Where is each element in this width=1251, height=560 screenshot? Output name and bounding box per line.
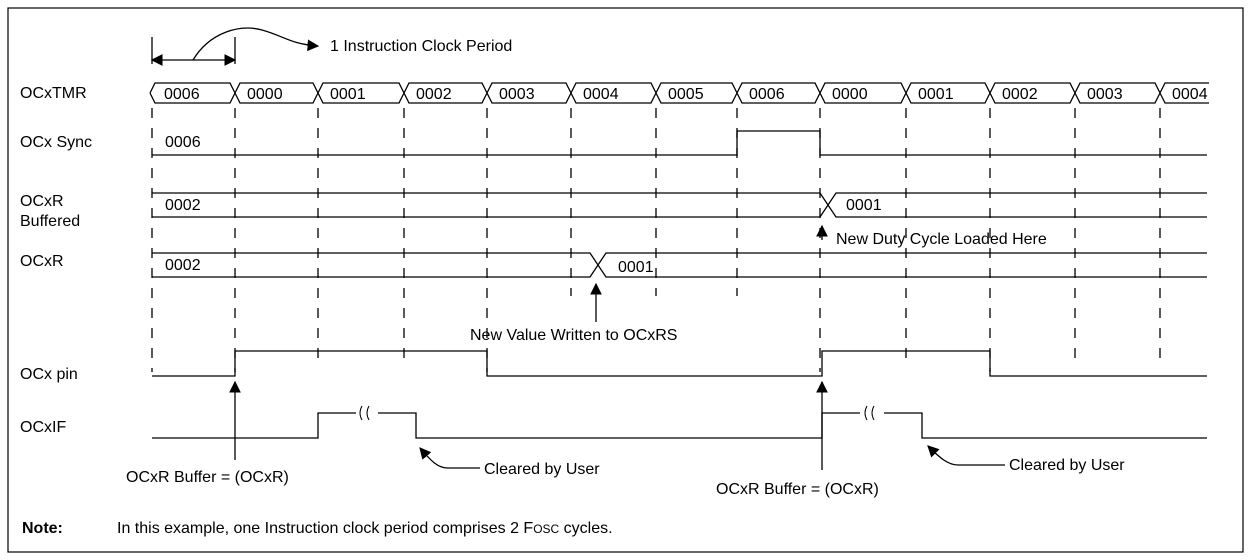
cleared-arrow-1 bbox=[419, 447, 480, 469]
ocxtmr-value: 0002 bbox=[1002, 86, 1038, 103]
note-text-suffix: cycles. bbox=[559, 520, 612, 537]
ocxtmr-segment bbox=[989, 82, 1076, 104]
cleared-by-user-2: Cleared by User bbox=[1009, 457, 1125, 474]
note-fosc-rest: OSC bbox=[533, 522, 559, 536]
ocxtmr-value: 0001 bbox=[330, 86, 366, 103]
ocxtmr-segment bbox=[317, 82, 405, 104]
new-duty-cycle-label: New Duty Cycle Loaded Here bbox=[836, 231, 1047, 248]
note-fosc-f: F bbox=[523, 520, 533, 537]
ocxtmr-segment bbox=[570, 82, 657, 104]
ocxtmr-segment bbox=[736, 82, 821, 104]
ocxtmr-value: 0000 bbox=[247, 86, 283, 103]
ocxtmr-value: 0006 bbox=[164, 86, 200, 103]
label-ocxr-buffered-2: Buffered bbox=[20, 213, 80, 230]
ocxtmr-segment bbox=[905, 82, 991, 104]
ocxtmr-segment bbox=[234, 82, 319, 104]
ocxtmr-value: 0004 bbox=[1172, 86, 1208, 103]
label-ocxr-buffered-1: OCxR bbox=[20, 193, 64, 210]
ocxtmr-value: 0002 bbox=[416, 86, 452, 103]
ocxtmr-segment bbox=[1159, 82, 1209, 104]
note-text-prefix: In this example, one Instruction clock p… bbox=[117, 520, 523, 537]
ocxtmr-value: 0006 bbox=[749, 86, 785, 103]
ocxtmr-segment bbox=[1074, 82, 1161, 104]
break-mark-2 bbox=[864, 405, 875, 421]
ocxtmr-bus: 0006 0000 0001 0002 0003 0004 0005 0006 0000 0001… bbox=[149, 82, 1209, 104]
ocxtmr-segment bbox=[149, 82, 236, 104]
period-dimension bbox=[150, 27, 320, 66]
ocxtmr-value: 0005 bbox=[668, 86, 704, 103]
ocxtmr-value: 0004 bbox=[583, 86, 619, 103]
note-text: In this example, one Instruction clock p… bbox=[117, 520, 613, 537]
period-label: 1 Instruction Clock Period bbox=[330, 38, 512, 55]
buffer-equation-1: OCxR Buffer = (OCxR) bbox=[126, 469, 289, 486]
ocxtmr-segment bbox=[403, 82, 488, 104]
label-ocxr: OCxR bbox=[20, 253, 64, 270]
ocxtmr-value: 0001 bbox=[918, 86, 954, 103]
label-ocx-pin: OCx pin bbox=[20, 366, 78, 383]
label-ocxtmr: OCxTMR bbox=[20, 85, 87, 102]
ocxtmr-value: 0000 bbox=[832, 86, 868, 103]
cleared-by-user-1: Cleared by User bbox=[484, 461, 600, 478]
ocxif-wave bbox=[152, 412, 1207, 439]
ocxr-new-value: 0001 bbox=[618, 259, 654, 276]
ocxr-bus bbox=[152, 252, 1207, 278]
ocxtmr-segment bbox=[486, 82, 572, 104]
ocx-pin-wave bbox=[152, 350, 1207, 377]
buffer-equation-2: OCxR Buffer = (OCxR) bbox=[716, 481, 879, 498]
note-label: Note: bbox=[22, 520, 63, 537]
label-ocxif: OCxIF bbox=[20, 419, 66, 436]
figure-border bbox=[7, 7, 1244, 553]
ocx-sync-wave bbox=[152, 130, 1207, 156]
cleared-arrow-2 bbox=[927, 445, 1005, 466]
ocxtmr-segment bbox=[655, 82, 738, 104]
ocxr-initial-value: 0002 bbox=[165, 257, 201, 274]
label-ocx-sync: OCx Sync bbox=[20, 134, 92, 151]
buffered-new-value: 0001 bbox=[846, 197, 882, 214]
ocxr-buffered-bus bbox=[152, 192, 1207, 218]
ocxtmr-value: 0003 bbox=[1087, 86, 1123, 103]
ocxtmr-value: 0003 bbox=[499, 86, 535, 103]
ocxtmr-segment bbox=[819, 82, 907, 104]
buffered-initial-value: 0002 bbox=[165, 197, 201, 214]
ocx-sync-value: 0006 bbox=[165, 134, 201, 151]
new-value-written-label: New Value Written to OCxRS bbox=[470, 327, 677, 344]
break-mark-1 bbox=[359, 405, 370, 421]
